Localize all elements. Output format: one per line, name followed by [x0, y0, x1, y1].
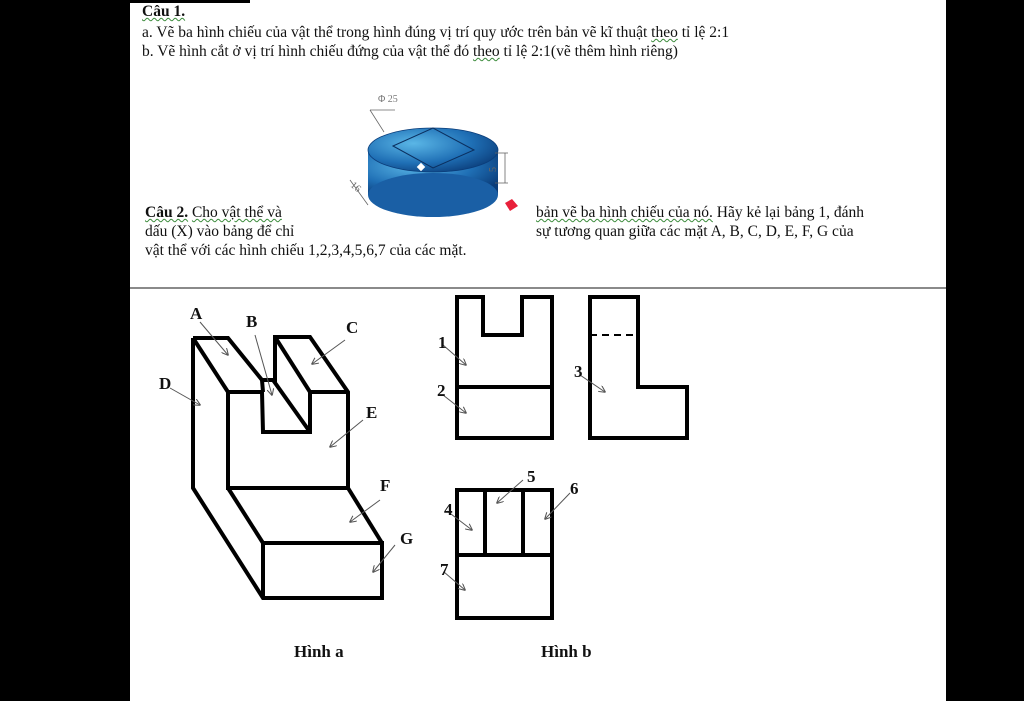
q1-a-theo: theo — [651, 24, 678, 41]
q1-b-text: b. Vẽ hình cắt ở vị trí hình chiếu đứng … — [142, 43, 473, 60]
q1-title: Câu 1. — [142, 3, 185, 21]
q2-line1-right: bản vẽ ba hình chiếu của nó. Hãy kẻ lại … — [536, 204, 864, 222]
caption-hinh-a: Hình a — [294, 642, 344, 661]
front-view — [455, 295, 554, 440]
label-2: 2 — [437, 381, 446, 400]
q1-a-text: a. Vẽ ba hình chiếu của vật thể trong hì… — [142, 24, 652, 41]
caption-hinh-b: Hình b — [541, 642, 592, 661]
height-label: 5 — [488, 167, 499, 172]
q2-line2-right: sự tương quan giữa các mặt A, B, C, D, E… — [536, 223, 854, 240]
label-c: C — [346, 318, 358, 337]
label-7: 7 — [440, 560, 449, 579]
q1-a-post: tỉ lệ 2:1 — [677, 24, 730, 41]
hinh-b-drawing — [455, 295, 689, 620]
q1-b-theo: theo — [472, 43, 500, 60]
label-6: 6 — [570, 479, 579, 498]
q1-title-text: Câu 1. — [142, 3, 186, 20]
q2-l1-right-text: Hãy kẻ lại bảng 1, đánh — [712, 204, 864, 221]
width-label: 16 — [348, 180, 363, 195]
label-f: F — [380, 476, 390, 495]
top-bar — [130, 0, 250, 3]
hinh-a-drawing — [191, 335, 384, 600]
q1-line-a: a. Vẽ ba hình chiếu của vật thể trong hì… — [142, 24, 729, 42]
red-mark — [505, 199, 518, 211]
label-d: D — [159, 374, 171, 393]
label-a: A — [190, 304, 203, 323]
q2-line1-left: Câu 2. Cho vật thể và — [145, 204, 282, 222]
q1-line-b: b. Vẽ hình cắt ở vị trí hình chiếu đứng … — [142, 43, 678, 61]
q1-b-post: tỉ lệ 2:1(vẽ thêm hình riêng) — [499, 43, 678, 60]
q2-line3: vật thể với các hình chiếu 1,2,3,4,5,6,7… — [145, 242, 467, 259]
q2-line2-left: dấu (X) vào bảng để chỉ — [145, 223, 295, 240]
top-view — [455, 488, 554, 620]
label-3: 3 — [574, 362, 583, 381]
hinh-b-arrows — [442, 344, 605, 590]
label-g: G — [400, 529, 413, 548]
label-e: E — [366, 403, 377, 422]
section-divider — [130, 287, 946, 289]
label-5: 5 — [527, 467, 536, 486]
hinh-a-arrows — [169, 321, 396, 572]
side-view — [588, 295, 689, 440]
cylinder-figure: Φ 25 5 16 — [348, 94, 518, 217]
label-b: B — [246, 312, 257, 331]
label-1: 1 — [438, 333, 447, 352]
label-4: 4 — [444, 500, 453, 519]
document-page — [130, 0, 946, 701]
diameter-label: Φ 25 — [378, 94, 398, 105]
q2-l1-left-text: Cho vật thể và — [191, 204, 282, 221]
q2-title: Câu 2. — [145, 204, 189, 221]
q2-l1-right-sq: bản vẽ ba hình chiếu của nó. — [536, 204, 713, 221]
